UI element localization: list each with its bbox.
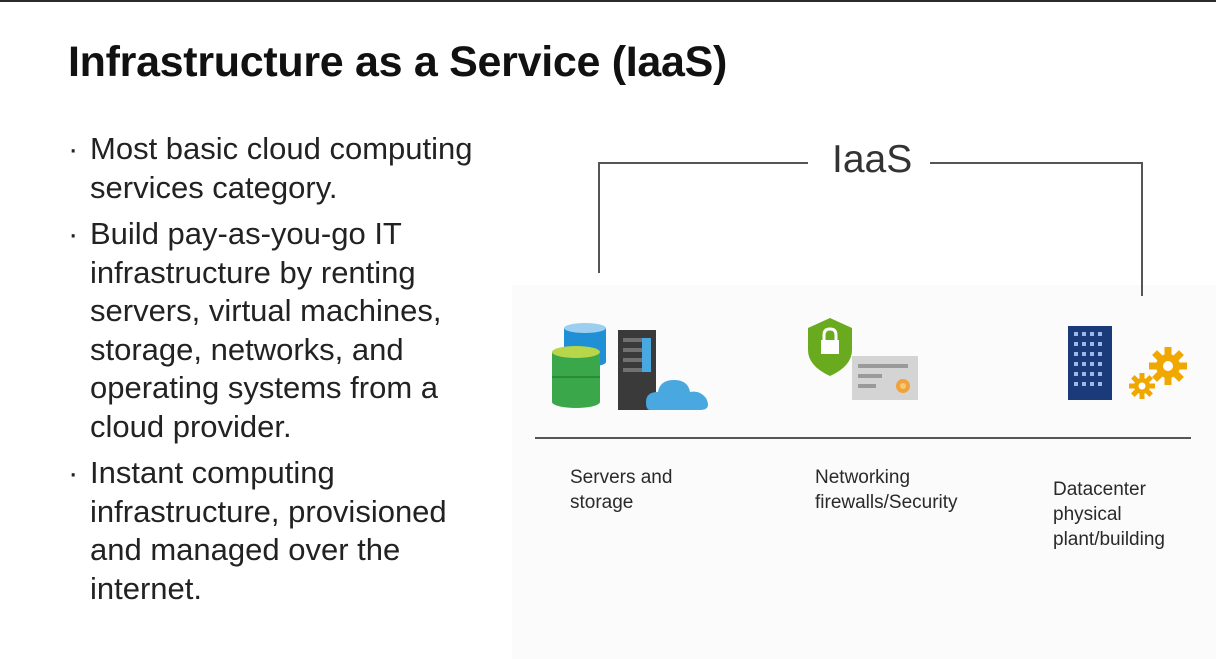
bracket-right-line: [1141, 162, 1143, 296]
bracket-left-line: [598, 162, 600, 273]
bullet-dot: ·: [68, 131, 79, 166]
caption-servers-storage: Servers and storage: [570, 465, 672, 515]
diagram-baseline: [535, 437, 1191, 439]
bullet-text: Most basic cloud computing services cate…: [90, 131, 473, 205]
caption-line: firewalls/Security: [815, 492, 958, 513]
caption-line: physical: [1053, 504, 1122, 525]
bullet-text: Instant computing infrastructure, provis…: [90, 455, 447, 606]
bullet-dot: ·: [68, 455, 79, 490]
servers-storage-icon: [550, 322, 715, 419]
caption-line: Networking: [815, 467, 911, 488]
iaas-bracket-label: IaaS: [832, 138, 913, 181]
datacenter-icon: [1066, 324, 1190, 409]
bullet-list: · Most basic cloud computing services ca…: [60, 130, 500, 616]
bracket-top-right-line: [930, 162, 1142, 164]
bullet-item: · Instant computing infrastructure, prov…: [60, 454, 500, 608]
caption-networking-security: Networking firewalls/Security: [815, 465, 958, 515]
caption-line: Servers and: [570, 467, 673, 488]
networking-security-icon: [806, 318, 924, 409]
top-border: [0, 0, 1216, 2]
bullet-item: · Most basic cloud computing services ca…: [60, 130, 500, 207]
caption-datacenter: Datacenter physical plant/building: [1053, 477, 1165, 552]
slide-title: Infrastructure as a Service (IaaS): [68, 38, 728, 86]
bullet-text: Build pay-as-you-go IT infrastructure by…: [90, 216, 442, 444]
bullet-item: · Build pay-as-you-go IT infrastructure …: [60, 215, 500, 446]
bracket-top-left-line: [598, 162, 808, 164]
caption-line: plant/building: [1053, 529, 1165, 550]
bullet-dot: ·: [68, 216, 79, 251]
caption-line: storage: [570, 492, 634, 513]
caption-line: Datacenter: [1053, 479, 1146, 500]
